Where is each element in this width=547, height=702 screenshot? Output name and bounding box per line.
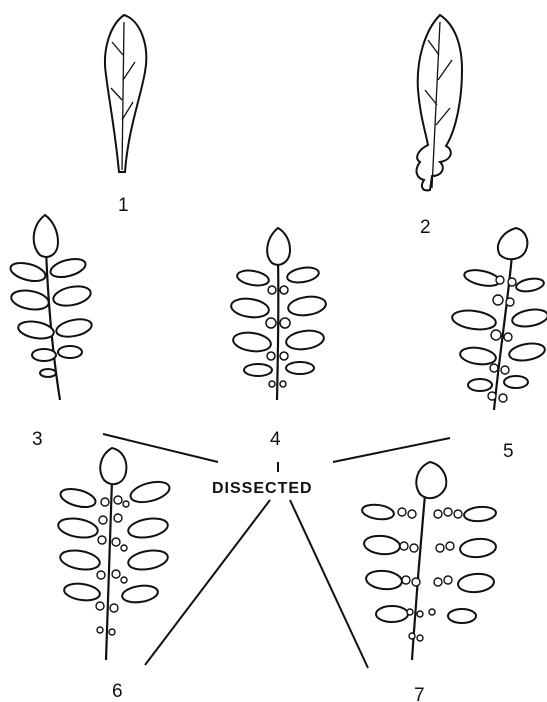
figure-label-5: 5 (503, 442, 514, 461)
leaf-figure-5 (451, 228, 547, 410)
leaf-figure-1 (105, 15, 146, 172)
leaf-figure-3 (9, 215, 94, 400)
leaf-figure-6 (57, 448, 172, 660)
dissected-label: DISSECTED (212, 481, 313, 497)
leaf-figure-4 (230, 228, 327, 400)
figure-label-1: 1 (118, 196, 129, 215)
leaf-figure-2 (417, 15, 462, 190)
figure-label-7: 7 (414, 686, 425, 702)
figure-label-3: 3 (32, 430, 43, 449)
figure-label-4: 4 (270, 430, 281, 449)
figure-label-6: 6 (112, 682, 123, 701)
leaf-figure-7 (361, 462, 497, 660)
figure-label-2: 2 (420, 218, 431, 237)
